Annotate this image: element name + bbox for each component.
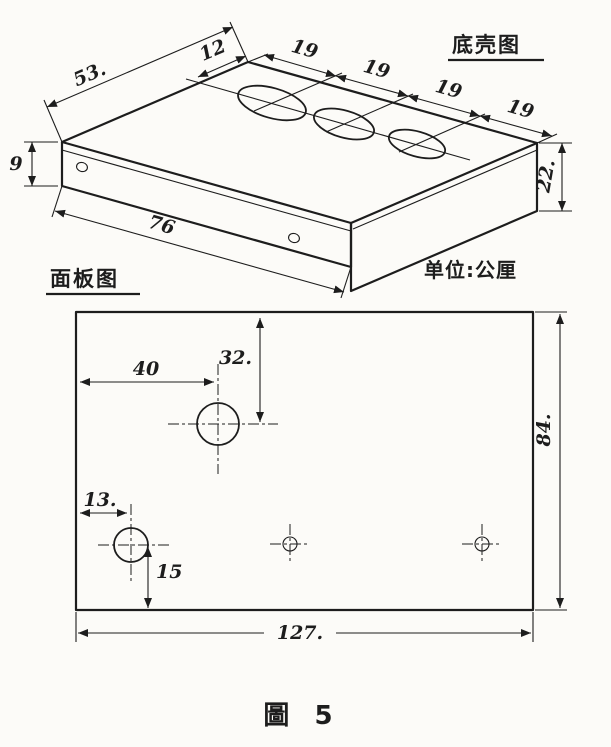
dim-15-label: 15 <box>156 561 182 583</box>
dim-40-label: 40 <box>133 358 159 380</box>
dim-19-label: 19 <box>505 95 536 123</box>
dim-9-label: 9 <box>9 153 22 175</box>
dim-53-label: 53. <box>70 58 109 91</box>
dim-76-label: 76 <box>146 211 177 239</box>
ext-line <box>43 99 63 143</box>
dim-84-label: 84. <box>533 413 555 447</box>
dim-line <box>46 26 234 108</box>
ext-line <box>229 21 249 63</box>
dim-19-label: 19 <box>361 55 392 83</box>
shell-top-holes <box>237 84 447 160</box>
dim-127-label: 127. <box>277 622 323 644</box>
figure-caption: 圖 5 <box>263 701 340 731</box>
dim-large-hole-from-top: 32. <box>219 318 264 422</box>
iso-title-text: 底壳图 <box>452 33 521 57</box>
panel-title-text: 面板图 <box>50 267 119 291</box>
front-flange <box>60 140 353 269</box>
hole-row-centerline <box>185 78 471 161</box>
right-bend-line <box>352 149 538 230</box>
top-hole-3 <box>387 128 447 160</box>
dim-line <box>54 209 345 294</box>
large-hole-top <box>168 364 278 474</box>
ext-line <box>534 133 558 145</box>
dim-front-length: 76 <box>51 185 352 299</box>
bottom-shell-isometric-view: 19 19 19 19 12 53. 9 76 <box>9 21 572 299</box>
dim-line <box>479 114 553 138</box>
hole-centerlines <box>185 53 558 161</box>
dim-19-label: 19 <box>289 35 320 63</box>
dim-line <box>407 94 481 118</box>
dim-large-hole-from-left: 40 <box>80 358 214 386</box>
right-flange <box>349 141 539 293</box>
dim-13-label: 13. <box>83 489 116 511</box>
dim-left-hole-from-left: 13. <box>80 489 127 517</box>
front-hole-1 <box>76 161 88 173</box>
dim-line <box>263 53 337 78</box>
dim-front-flange-height: 9 <box>9 141 58 187</box>
dim-panel-width: 127. <box>75 612 534 644</box>
shell-outline <box>60 60 539 293</box>
dim-line <box>335 74 409 98</box>
dim-right-flange-height: 22. <box>532 142 572 212</box>
ext-line <box>325 93 414 133</box>
dim-left-hole-from-bottom: 15 <box>144 547 182 608</box>
panel-view-title: 面板图 <box>46 267 140 296</box>
small-hole-right <box>462 524 502 564</box>
ext-line <box>253 72 343 112</box>
unit-note: 单位:公厘 <box>424 258 517 282</box>
small-hole-center <box>270 524 310 564</box>
dim-32-label: 32. <box>219 347 252 369</box>
ext-line <box>398 113 486 153</box>
front-hole-2 <box>288 232 300 244</box>
top-face <box>60 60 539 225</box>
iso-view-title: 底壳图 <box>448 33 544 62</box>
ext-line <box>51 185 63 218</box>
panel-view: 40 32. 13. 15 <box>46 267 567 644</box>
dim-22-label: 22. <box>532 158 560 195</box>
ext-line <box>340 266 352 299</box>
panel-outline <box>74 310 535 612</box>
dim-panel-height: 84. <box>533 311 567 611</box>
large-hole-left <box>98 504 170 582</box>
front-bend-line <box>61 149 352 232</box>
dim-19-label: 19 <box>433 75 464 103</box>
dim-12-label: 12 <box>196 35 229 66</box>
front-flange-holes <box>76 161 300 244</box>
